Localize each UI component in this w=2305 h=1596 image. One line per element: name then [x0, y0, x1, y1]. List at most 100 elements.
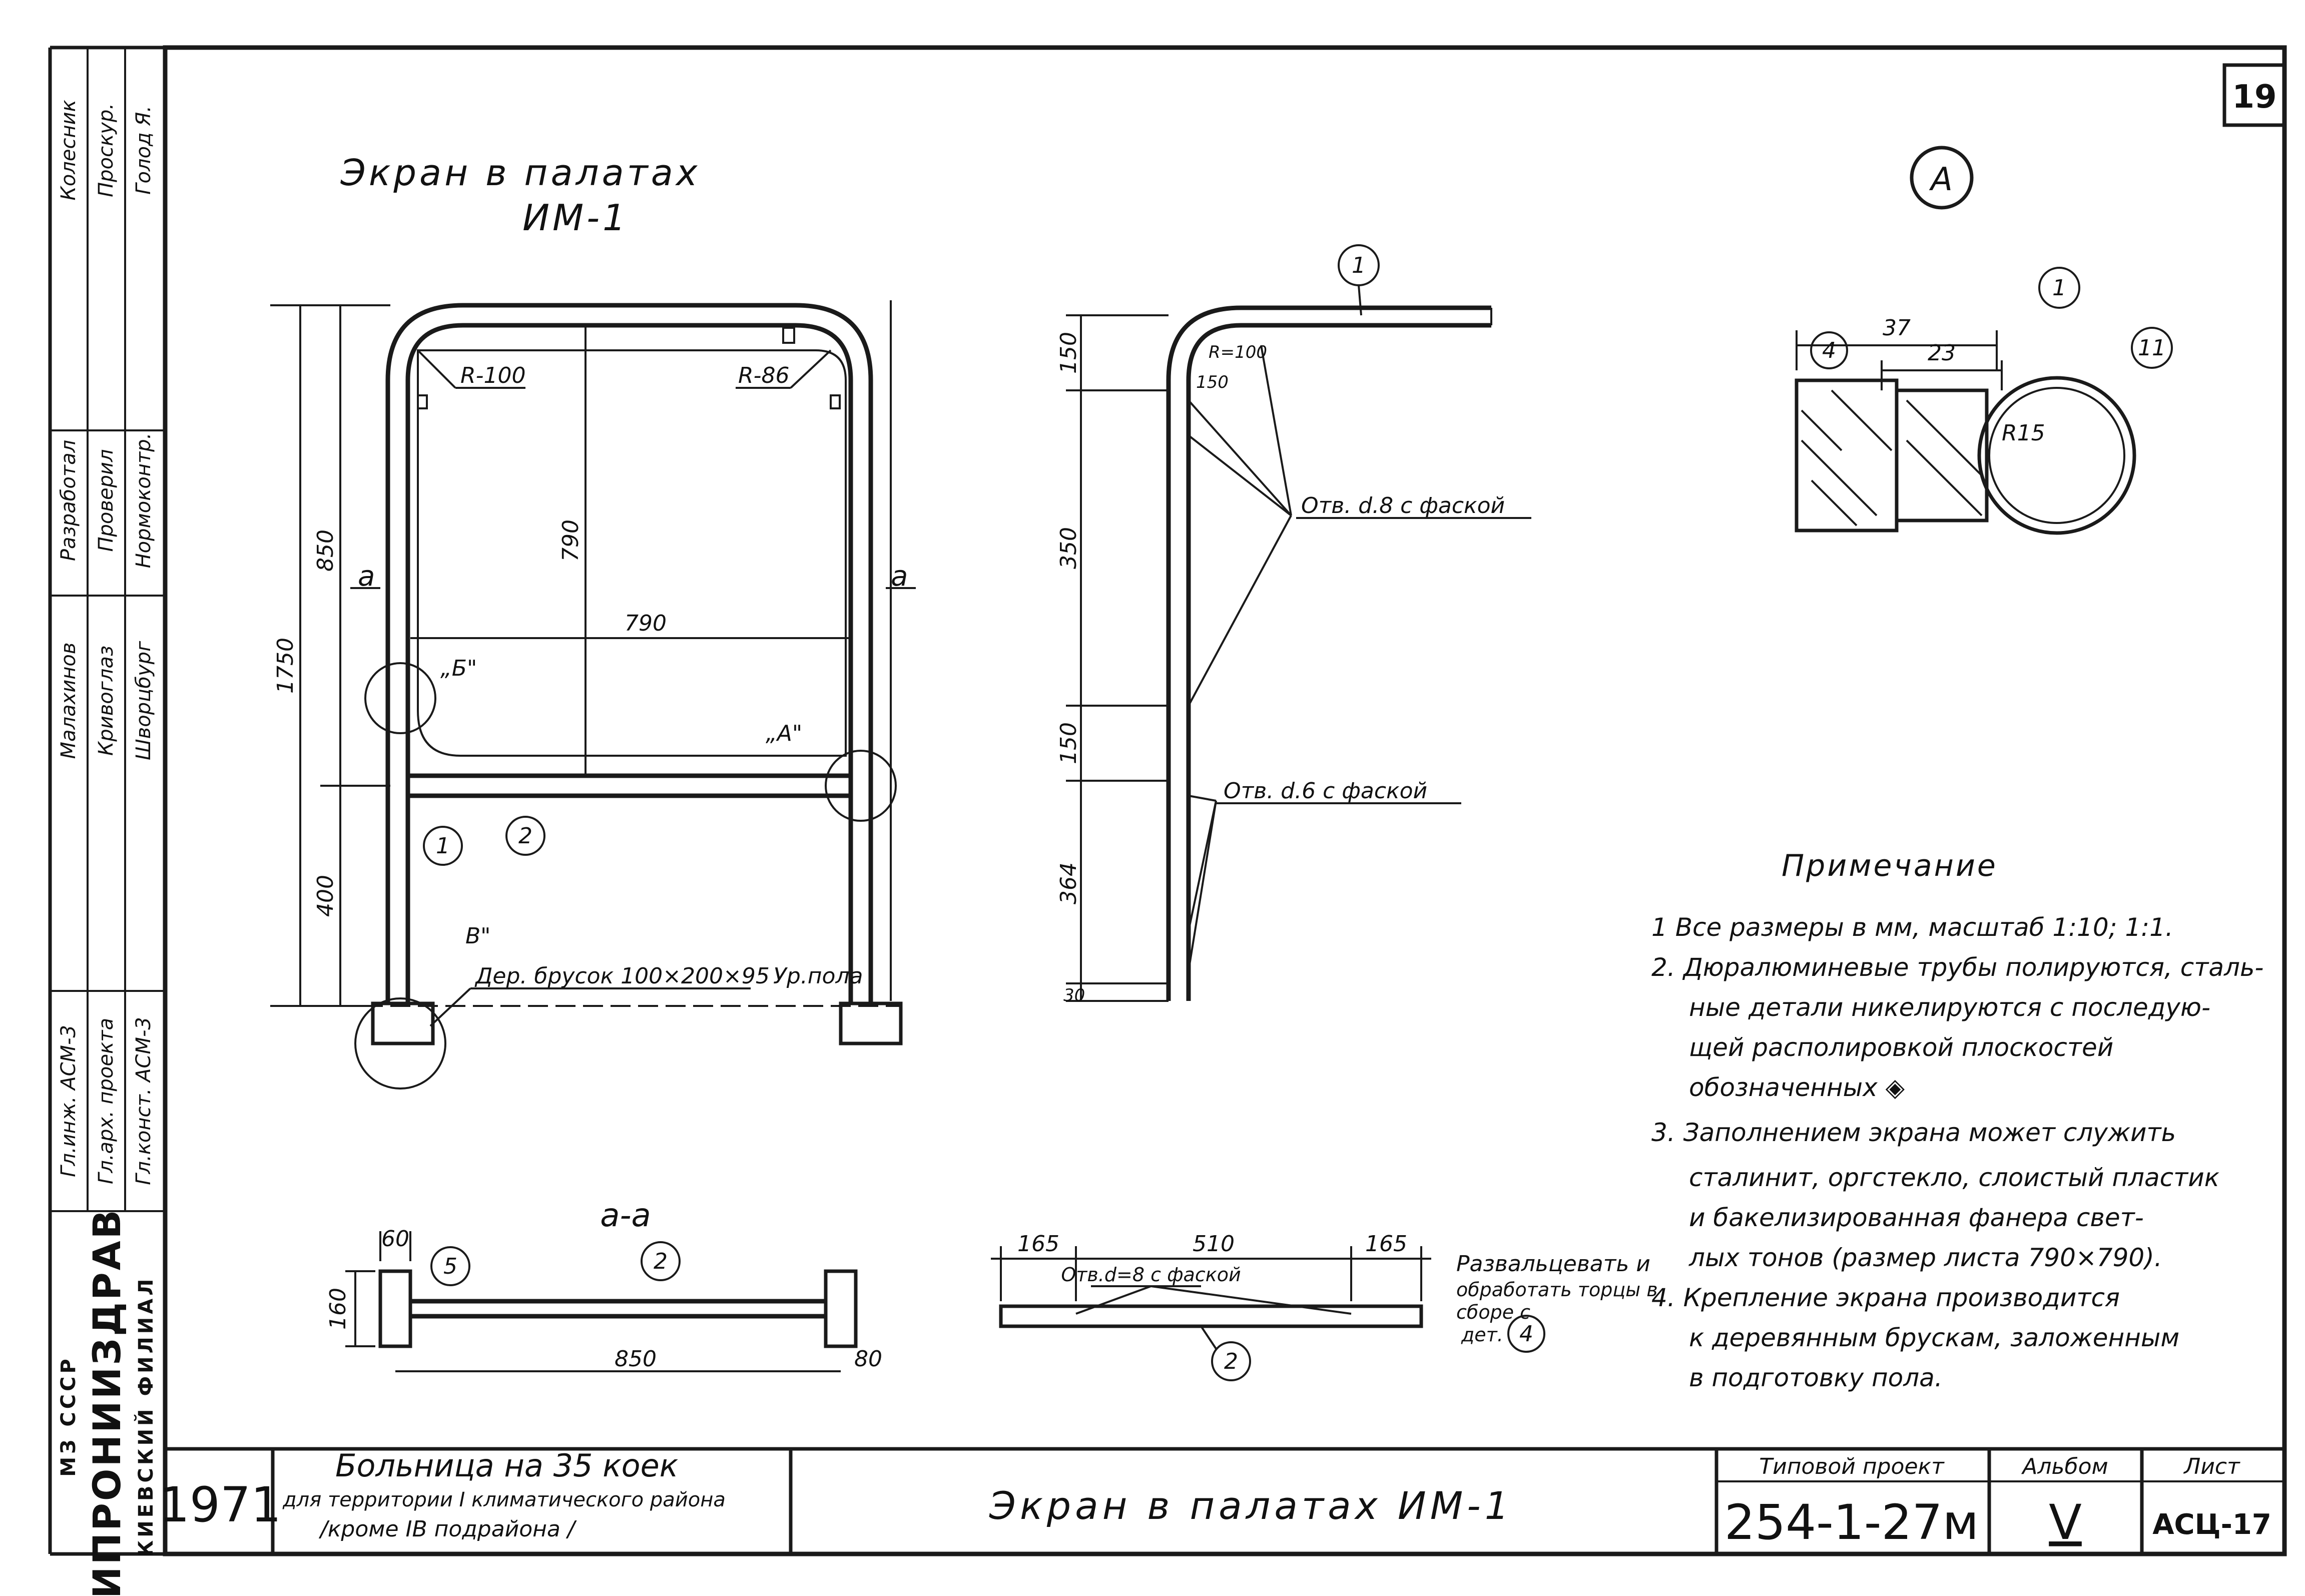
note-line: 3. Заполнением экрана может служить	[1651, 1118, 2176, 1147]
stamp-name2: Колесник	[57, 100, 80, 200]
sheet-number: 19	[2232, 79, 2276, 116]
section-dim-160: 160	[325, 1288, 351, 1330]
stamp-org-3: МЗ СССР	[57, 1356, 80, 1477]
hole-d8: Отв. d.8 с фаской	[1301, 493, 1505, 518]
part2-note-2: обработать торцы в	[1456, 1279, 1658, 1301]
side-dim-150-top: 150	[1056, 332, 1081, 374]
detail-a-drawing	[1795, 330, 2136, 535]
side-dim-350: 350	[1056, 527, 1081, 569]
side-radius: R=100	[1209, 342, 1267, 362]
section-aa-drawing	[345, 1231, 858, 1372]
section-dim-80: 80	[854, 1346, 882, 1372]
side-dim-30: 30	[1063, 985, 1085, 1005]
detail-b-label: „Б"	[440, 656, 477, 681]
sheet-code: АСЦ-17	[2152, 1508, 2271, 1541]
detail-a-dim-23: 23	[1928, 340, 1956, 366]
part-1-side: 1	[1352, 253, 1366, 278]
note-line: в подготовку пола.	[1689, 1363, 1943, 1392]
stamp-role: Гл.инж. АСМ-3	[57, 1025, 80, 1177]
note-line: 2. Дюралюминевые трубы полируются, сталь…	[1651, 953, 2263, 982]
detail-a-part11: 11	[2138, 335, 2166, 361]
sheet-frame	[163, 45, 2287, 1556]
bar-label: Дер. брусок 100×200×95	[474, 963, 770, 989]
section-dim-850: 850	[615, 1346, 657, 1372]
side-dim-150-mid: 150	[1056, 722, 1081, 764]
detail-a-part4: 4	[1822, 338, 1836, 363]
stamp-role: Гл.арх. проекта	[95, 1018, 118, 1184]
album-number: V	[2049, 1494, 2082, 1550]
stamp-role2: Нормоконтр.	[132, 433, 155, 569]
stamp-org-1: ГИПРОНИИЗДРАВ	[85, 1208, 129, 1596]
side-stamp	[50, 48, 165, 1212]
album-label: Альбом	[2021, 1454, 2108, 1479]
note-line: к деревянным брускам, заложенным	[1689, 1323, 2179, 1352]
drawing-title: Экран в палатах ИМ-1	[989, 1483, 1513, 1528]
stamp-name2: Проскур.	[95, 103, 118, 197]
detail-a-radius: R15	[2002, 420, 2045, 446]
radius-left: R-100	[460, 363, 525, 388]
part2-part4: 4	[1519, 1321, 1533, 1347]
part2-dim-165-right: 165	[1365, 1231, 1407, 1257]
detail-a-label: „А"	[766, 721, 802, 746]
side-dim-150-radius: 150	[1196, 372, 1229, 392]
typical-project-number: 254-1-27м	[1724, 1494, 1979, 1550]
stamp-name: Малахинов	[57, 643, 80, 759]
title-block	[165, 1447, 2284, 1554]
project-line-3: /кроме IВ подрайона /	[318, 1516, 577, 1542]
dim-790-vert: 790	[558, 519, 584, 562]
detail-a-part1: 1	[2052, 275, 2066, 301]
part2-dim-165-left: 165	[1017, 1231, 1059, 1257]
section-part5: 5	[443, 1254, 457, 1279]
part2-note-3: сборе с	[1456, 1301, 1530, 1323]
note-line: и бакелизированная фанера свет-	[1689, 1203, 2144, 1232]
part2-note-1: Развальцевать и	[1456, 1251, 1650, 1277]
project-line-2: для территории I климатического района	[282, 1488, 726, 1511]
note-line: сталинит, оргстекло, слоистый пластик	[1689, 1163, 2219, 1192]
dim-400: 400	[313, 875, 338, 917]
part2-dim-510: 510	[1193, 1231, 1235, 1257]
section-aa-title: а-а	[600, 1197, 651, 1234]
part2-part2: 2	[1224, 1349, 1238, 1374]
stamp-role2: Разработал	[57, 440, 80, 561]
main-title-1: Экран в палатах	[340, 152, 701, 194]
dim-790-horiz: 790	[625, 611, 667, 636]
note-line: лых тонов (размер листа 790×790).	[1688, 1243, 2162, 1272]
note-line: обозначенных ◈	[1689, 1073, 1905, 1102]
notes-heading: Примечание	[1782, 848, 1998, 883]
part2-note-4: дет.	[1461, 1324, 1503, 1346]
side-dim-364: 364	[1056, 862, 1081, 904]
stamp-name: Кривоглаз	[95, 646, 118, 756]
stamp-name: Шворцбург	[132, 641, 155, 760]
part2-drawing	[991, 1246, 1431, 1328]
note-line: щей располировкой плоскостей	[1689, 1033, 2113, 1062]
project-line-1: Больница на 35 коек	[335, 1447, 679, 1484]
dim-850: 850	[313, 529, 338, 572]
stamp-role2: Проверил	[95, 449, 118, 552]
floor-label: Ур.пола	[773, 963, 863, 989]
part2-hole: Отв.d=8 с фаской	[1061, 1264, 1241, 1286]
part-2-main: 2	[518, 823, 532, 849]
detail-a-title: А	[1929, 161, 1953, 198]
section-dim-60: 60	[381, 1226, 409, 1252]
stamp-name2: Голод Я.	[132, 106, 155, 195]
radius-right: R-86	[738, 363, 789, 388]
side-view	[1066, 305, 1492, 1002]
part-1-main: 1	[436, 833, 450, 859]
section-part2: 2	[654, 1249, 668, 1274]
note-line: 4. Крепление экрана производится	[1651, 1283, 2120, 1312]
dim-1750: 1750	[273, 638, 298, 694]
title-year: 1971	[159, 1477, 281, 1533]
main-title-2: ИМ-1	[522, 197, 629, 239]
hole-d6: Отв. d.6 с фаской	[1224, 778, 1427, 804]
note-line: ные детали никелируются с последую-	[1689, 993, 2210, 1022]
sheet-number-box	[2222, 63, 2286, 127]
detail-v-label: В"	[465, 923, 490, 949]
typical-project-label: Типовой проект	[1759, 1454, 1945, 1479]
stamp-role: Гл.конст. АСМ-3	[132, 1017, 155, 1185]
main-dimensions	[270, 300, 892, 1007]
note-line: 1 Все размеры в мм, масштаб 1:10; 1:1.	[1651, 913, 2173, 942]
notes-list: 1 Все размеры в мм, масштаб 1:10; 1:1. 2…	[1651, 913, 2263, 1392]
stamp-org-2: КИЕВСКИЙ ФИЛИАЛ	[134, 1276, 158, 1557]
sheet-label: Лист	[2183, 1454, 2240, 1479]
